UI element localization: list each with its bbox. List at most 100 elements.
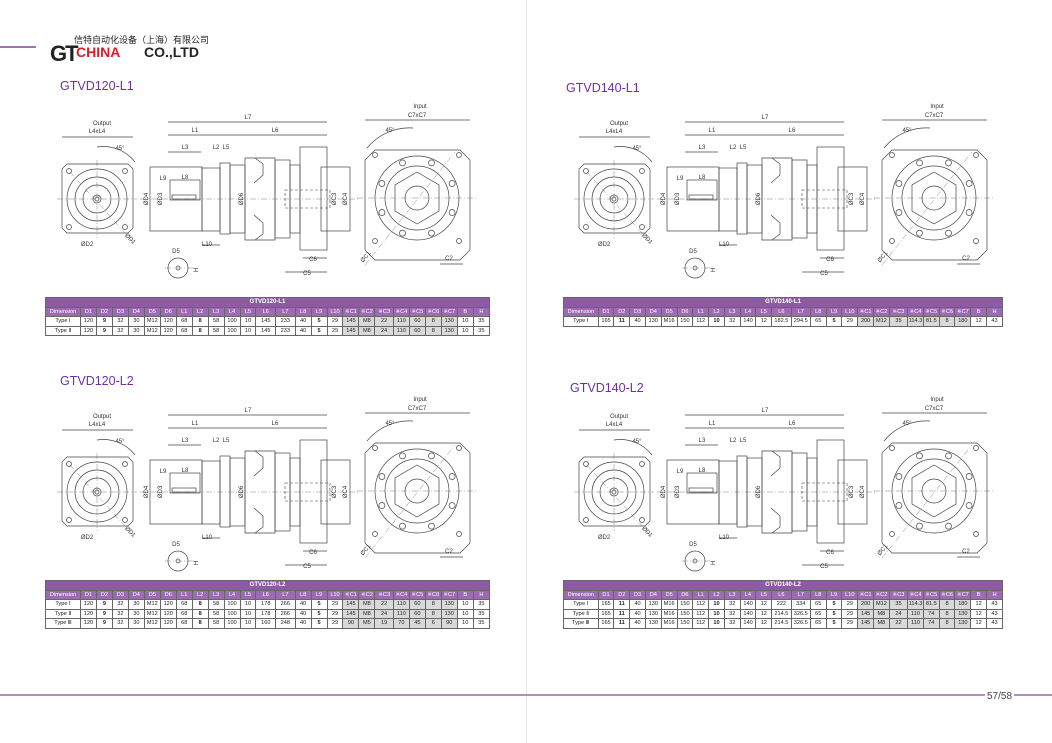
table-cell: 68: [175, 608, 193, 619]
table-cell: 110: [392, 316, 410, 327]
dim-label-key_d5: D5: [689, 249, 697, 255]
dim-label-l3: L3: [182, 145, 189, 151]
table-cell: 5: [310, 325, 328, 336]
table-cell: 58: [207, 608, 225, 619]
table-cell: 68: [175, 599, 193, 610]
table-cell: 178: [255, 599, 277, 610]
table-cell: 8: [191, 316, 209, 327]
table-cell: 90: [440, 618, 458, 629]
column-header: L4: [223, 589, 241, 600]
dim-label-l2: L2: [213, 145, 220, 151]
table-cell: 43: [986, 599, 1003, 610]
dim-label-d1: ØD1: [640, 233, 653, 246]
dim-label-input: Input: [930, 104, 944, 110]
table-cell: 22: [888, 618, 909, 629]
table-cell: 112: [692, 316, 710, 327]
dim-label-c7xc7: C7xC7: [925, 406, 944, 412]
table-cell: 90: [342, 618, 360, 629]
column-header: L7: [275, 589, 296, 600]
table-cell: 9: [95, 316, 113, 327]
table-cell: 10: [239, 316, 257, 327]
dim-label-l8: L8: [182, 468, 189, 474]
column-header: D2: [613, 306, 631, 317]
table-cell: 112: [692, 599, 710, 610]
table-cell: 30: [127, 316, 145, 327]
dim-label-d2: ØD2: [81, 242, 94, 248]
table-cell: 12: [970, 608, 988, 619]
column-header: D4: [127, 589, 145, 600]
column-header: H: [986, 589, 1003, 600]
table-cell: M8: [873, 608, 890, 619]
column-header: D2: [613, 589, 631, 600]
table-cell: M12: [873, 599, 890, 610]
column-header: L4: [739, 306, 757, 317]
column-header: L6: [255, 306, 277, 317]
column-header: L10: [841, 589, 859, 600]
table-cell: 8: [191, 618, 209, 629]
table-cell: 140: [739, 599, 757, 610]
table-cell: 222: [771, 599, 792, 610]
column-header: L5: [755, 589, 773, 600]
table-cell: 233: [275, 325, 296, 336]
column-header: D1: [597, 589, 615, 600]
dim-label-d6: ØD6: [239, 485, 245, 498]
table-cell: 150: [676, 608, 694, 619]
table-cell: 9: [95, 599, 113, 610]
table-cell: 40: [629, 316, 646, 327]
table-cell: M12: [873, 316, 890, 327]
table-cell: 40: [294, 599, 312, 610]
dim-label-d2: ØD2: [598, 242, 611, 248]
dim-label-c3: ØC3: [849, 485, 855, 498]
table-cell: 130: [644, 608, 662, 619]
column-header: B: [456, 589, 474, 600]
row-type: Type Ⅰ: [563, 599, 599, 610]
table-cell: 150: [676, 599, 694, 610]
table-cell: M16: [660, 599, 678, 610]
dim-label-l4xl4: L4xL4: [606, 422, 623, 428]
table-cell: M8: [358, 608, 376, 619]
dim-label-d4: ØD4: [144, 192, 150, 205]
table-cell: 145: [255, 316, 277, 327]
column-header: Dimension: [563, 306, 599, 317]
dim-label-l1: L1: [709, 128, 716, 134]
table-cell: M12: [143, 316, 161, 327]
dim-label-l2: L2: [730, 438, 737, 444]
table-cell: 214.5: [771, 618, 792, 629]
table-cell: 74: [922, 608, 940, 619]
column-header: Dimension: [45, 306, 81, 317]
table-cell: 120: [80, 608, 97, 619]
table-cell: M8: [358, 325, 376, 336]
table-cell: 233: [275, 316, 296, 327]
column-header: H: [472, 306, 491, 317]
table-cell: 32: [111, 618, 129, 629]
table-cell: 35: [888, 316, 909, 327]
column-header: L5: [239, 589, 257, 600]
dim-label-output: Output: [610, 414, 628, 420]
table-cell: 140: [739, 608, 757, 619]
column-header: ※C4: [392, 306, 410, 317]
column-header: L8: [294, 306, 312, 317]
table-cell: 68: [175, 325, 193, 336]
dim-label-d6: ØD6: [756, 192, 762, 205]
dim-label-c7xc7: C7xC7: [408, 113, 427, 119]
header-accent-line: [0, 46, 36, 48]
column-header: ※C3: [888, 589, 909, 600]
dim-label-c2: C2: [962, 256, 970, 262]
column-header: L5: [239, 306, 257, 317]
dim-label-c5: C5: [820, 564, 828, 570]
dim-label-l9: L9: [677, 469, 684, 475]
column-header: ※C3: [374, 306, 394, 317]
table-cell: 29: [326, 325, 344, 336]
dim-label-c4: ØC4: [860, 192, 866, 205]
column-header: D5: [143, 306, 161, 317]
table-cell: 40: [294, 608, 312, 619]
table-cell: 40: [629, 608, 646, 619]
dim-label-l5: L5: [223, 438, 230, 444]
dim-label-key_d5: D5: [172, 542, 180, 548]
table-cell: 110: [392, 325, 410, 336]
